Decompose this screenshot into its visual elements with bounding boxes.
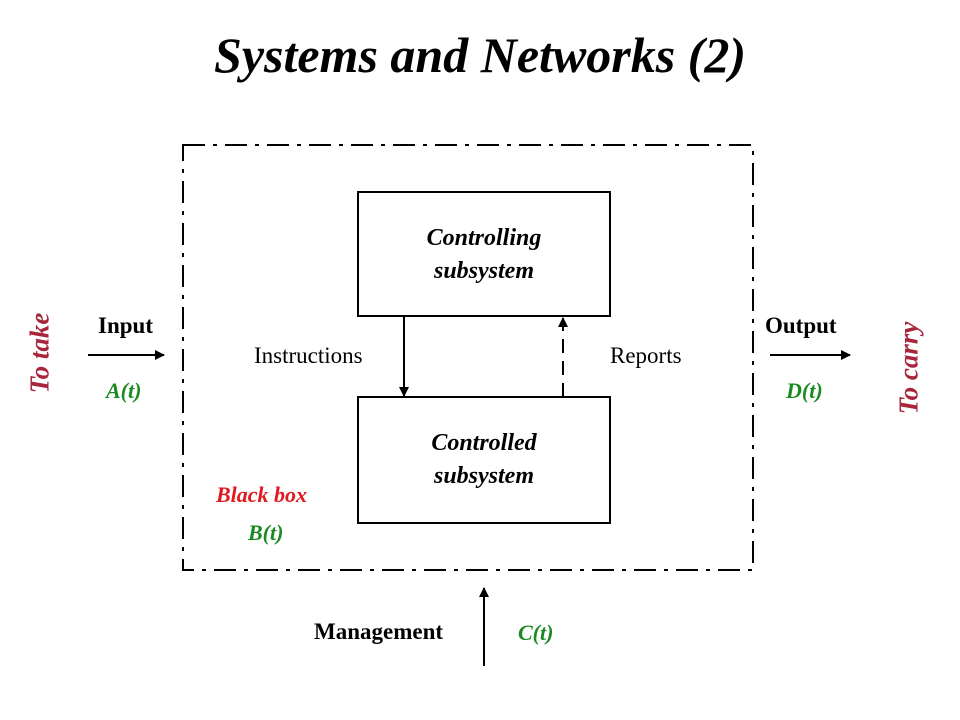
to-take-label: To take <box>24 312 55 394</box>
input-label: Input <box>98 313 153 338</box>
management-function: C(t) <box>518 620 554 645</box>
controlling-subsystem-label: Controlling subsystem <box>358 222 610 288</box>
input-function: A(t) <box>106 378 142 403</box>
black-box-label: Black box <box>216 482 308 507</box>
management-label: Management <box>314 619 444 644</box>
to-carry-label: To carry <box>893 321 924 415</box>
output-label: Output <box>765 313 837 338</box>
black-box-boundary <box>182 144 754 571</box>
output-function: D(t) <box>786 378 823 403</box>
instructions-label: Instructions <box>254 343 363 368</box>
controlled-line2: subsystem <box>433 463 534 489</box>
controlling-subsystem-box <box>357 191 611 317</box>
controlling-line2: subsystem <box>433 258 534 284</box>
reports-label: Reports <box>610 343 682 368</box>
controlled-subsystem-box <box>357 396 611 524</box>
black-box-function: B(t) <box>248 520 284 545</box>
controlling-line1: Controlling <box>426 225 542 251</box>
page-title: Systems and Networks (2) <box>214 27 746 83</box>
controlled-line1: Controlled <box>431 430 537 456</box>
controlled-subsystem-label: Controlled subsystem <box>358 427 610 493</box>
